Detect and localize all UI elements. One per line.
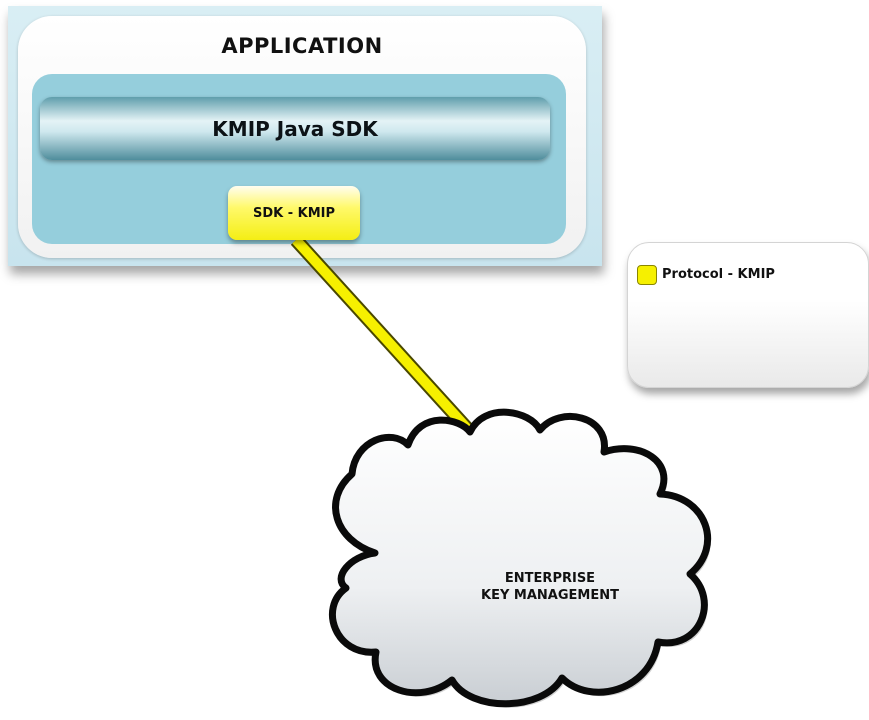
enterprise-key-management-cloud — [328, 408, 712, 708]
kmip-java-sdk-bar: KMIP Java SDK — [40, 97, 550, 160]
sdk-kmip-label: SDK - KMIP — [252, 205, 336, 221]
legend-box — [627, 242, 869, 388]
cloud-label-line2: KEY MANAGEMENT — [481, 588, 619, 603]
legend-swatch-protocol-kmip — [637, 265, 657, 285]
cloud-label: ENTERPRISE KEY MANAGEMENT — [430, 570, 670, 604]
protocol-kmip-connector — [290, 235, 480, 441]
sdk-kmip-box: SDK - KMIP — [228, 186, 360, 240]
legend-label-protocol-kmip: Protocol - KMIP — [662, 267, 775, 282]
cloud-label-line1: ENTERPRISE — [504, 571, 596, 586]
application-title: APPLICATION — [221, 34, 383, 58]
kmip-java-sdk-label: KMIP Java SDK — [212, 116, 378, 141]
